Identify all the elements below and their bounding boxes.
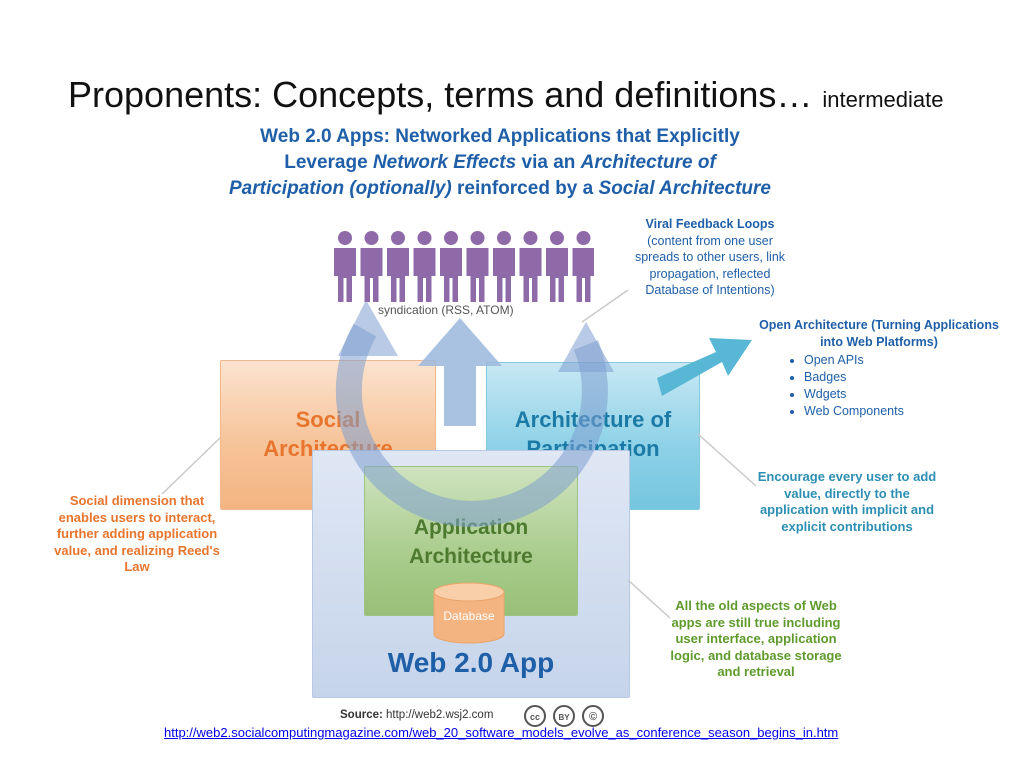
social-dimension-annotation: Social dimension that enables users to i…: [54, 493, 220, 574]
diagram-heading-line-2: Leverage Network Effects via an Architec…: [284, 152, 716, 173]
viral-feedback-title: Viral Feedback Loops: [645, 217, 775, 231]
person-icon: [546, 231, 568, 302]
open-architecture-arrow: [657, 338, 752, 396]
person-icon: [572, 231, 594, 302]
people-group: [334, 231, 594, 302]
feedback-loop-arrowhead-right: [558, 322, 614, 372]
person-icon: [360, 231, 383, 302]
viral-connector-line: [581, 289, 629, 323]
web-2-app-label: Web 2.0 App: [387, 647, 555, 678]
viral-feedback-annotation: Viral Feedback Loops (content from one u…: [626, 216, 794, 299]
by-badge-text: BY: [558, 713, 570, 722]
database-icon: [433, 582, 505, 644]
syndication-up-arrow: [418, 318, 502, 426]
source-article-link[interactable]: http://web2.socialcomputingmagazine.com/…: [164, 725, 839, 740]
participation-connector-line: [697, 433, 757, 487]
web-app-connector-line: [627, 579, 671, 619]
open-architecture-item: Open APIs: [804, 352, 1002, 369]
person-icon: [440, 231, 462, 302]
slide-title-level: intermediate: [822, 87, 944, 112]
open-architecture-item: Badges: [804, 369, 1002, 386]
syndication-label: syndication (RSS, ATOM): [378, 303, 514, 317]
source-credit: Source: http://web2.wsj2.com: [340, 709, 494, 721]
feedback-loop-arrowhead-left: [338, 300, 398, 356]
person-icon: [466, 231, 489, 302]
diagram-heading-line-3: Participation (optionally) reinforced by…: [229, 178, 771, 199]
sa-badge-text: ©: [589, 711, 597, 723]
encourage-user-annotation: Encourage every user to add value, direc…: [757, 469, 937, 534]
slide-title: Proponents: Concepts, terms and definiti…: [68, 74, 944, 116]
person-icon: [413, 231, 436, 302]
diagram-heading-line-1: Web 2.0 Apps: Networked Applications tha…: [260, 126, 740, 147]
feedback-loop-arrow: [335, 323, 608, 527]
diagram-heading: Web 2.0 Apps: Networked Applications tha…: [150, 124, 850, 202]
open-architecture-item: Wdgets: [804, 386, 1002, 403]
viral-feedback-body: (content from one user spreads to other …: [634, 233, 786, 298]
open-architecture-list: Open APIs Badges Wdgets Web Components: [756, 352, 1002, 420]
cc-badge-text: cc: [530, 712, 540, 722]
person-icon: [519, 231, 542, 302]
person-icon: [387, 231, 409, 302]
person-icon: [493, 231, 515, 302]
slide-title-main: Proponents: Concepts, terms and definiti…: [68, 74, 813, 115]
open-architecture-annotation: Open Architecture (Turning Applications …: [756, 317, 1002, 420]
person-icon: [334, 231, 356, 302]
open-architecture-title: Open Architecture (Turning Applications …: [759, 318, 999, 349]
social-connector-line: [161, 437, 221, 495]
old-aspects-annotation: All the old aspects of Web apps are stil…: [670, 598, 842, 679]
creative-commons-icon: cc BY ©: [524, 705, 604, 727]
open-architecture-item: Web Components: [804, 403, 1002, 420]
database-label: Database: [443, 609, 495, 623]
